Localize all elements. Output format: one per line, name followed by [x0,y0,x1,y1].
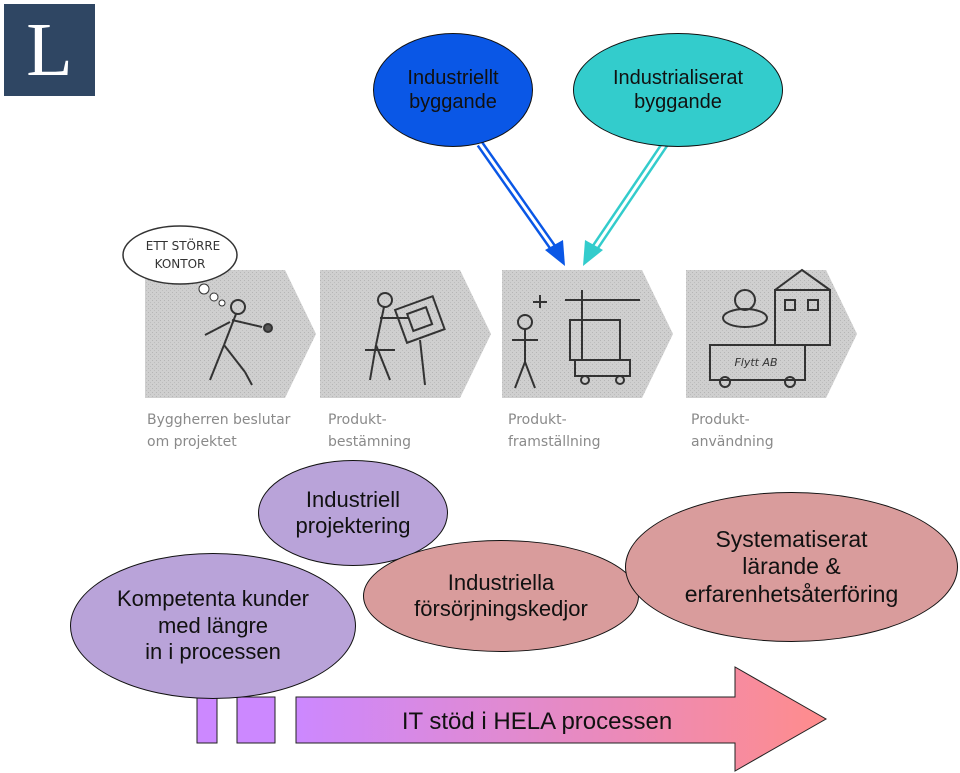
bubble-industriella-forsorjningskedjor-text: Industriella försörjningskedjor [414,569,588,621]
stage-2-panel [320,270,491,398]
bubble-systematiserat-larande: Systematiserat lärande & erfarenhetsåter… [625,492,958,642]
stage-3-caption-1: Produkt- [508,412,567,428]
stage-4-caption-1: Produkt- [691,412,750,428]
bubble-industriell-projektering-text: Industriell projektering [295,486,411,538]
drafting-man-figure [365,292,446,386]
bubble-industriell-projektering: Industriell projektering [258,460,448,566]
bubble-kompetenta-kunder-text: Kompetenta kunder med längre in i proces… [116,586,310,665]
arrow-industriellt [476,141,565,266]
it-arrow [295,666,828,772]
truck-text: Flytt AB [734,356,777,369]
stage-4-panel [686,270,857,398]
bubble-kompetenta-kunder: Kompetenta kunder med längre in i proces… [70,553,356,699]
bubble-industrialiserat-byggande-text: Industrialiserat byggande [612,67,744,113]
stage-3-panel [502,270,673,398]
stage-1-caption-2: om projektet [147,434,237,450]
walking-man-figure [204,299,273,386]
thought-text-2: KONTOR [155,257,206,271]
bubble-systematiserat-larande-text: Systematiserat lärande & erfarenhetsåter… [684,525,899,607]
thought-cloud [122,225,238,285]
stage-4-caption-2: användning [691,434,774,450]
it-bar-2 [236,696,276,744]
it-arrow-label: IT stöd i HELA processen [402,708,672,735]
stage-1-panel [145,270,316,398]
bubble-industrialiserat-byggande: Industrialiserat byggande [573,33,783,147]
logo: L [4,4,95,96]
construction-site-figure [512,290,640,389]
usage-scene-figure [709,268,831,388]
stage-2-caption-1: Produkt- [328,412,387,428]
arrow-industrialiserat [583,141,669,266]
thought-text-1: ETT STÖRRE [146,237,221,253]
it-bar-1 [196,696,218,744]
bubble-industriellt-byggande-text: Industriellt byggande [407,67,499,113]
stage-2-caption-2: bestämning [328,434,411,450]
stage-3-caption-2: framställning [508,434,601,450]
bubble-industriella-forsorjningskedjor: Industriella försörjningskedjor [363,540,639,652]
bubble-industriellt-byggande: Industriellt byggande [373,33,533,147]
stage-1-caption-1: Byggherren beslutar [147,412,291,428]
